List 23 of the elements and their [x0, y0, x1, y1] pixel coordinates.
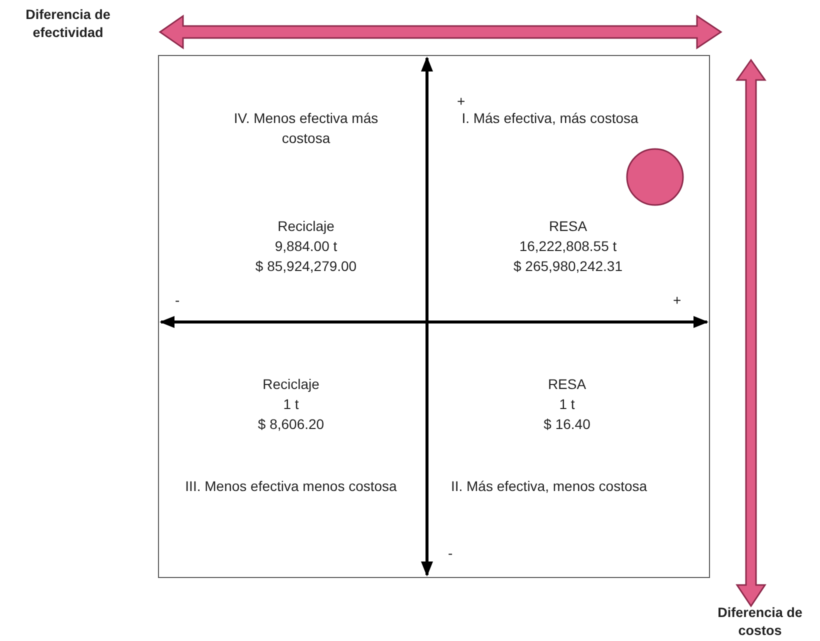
sign-label: - — [448, 544, 453, 562]
sign-label: - — [175, 291, 180, 309]
quadrant-value: Reciclaje — [262, 375, 320, 394]
quadrant-title: I. Más efectiva, más costosa — [460, 109, 640, 128]
quadrant-title: III. Menos efectiva menos costosa — [184, 477, 398, 496]
quadrant-value: 1 t — [282, 395, 300, 414]
axis-title: Diferencia de costos — [716, 604, 804, 640]
axis-title: Diferencia de efectividad — [24, 6, 112, 42]
quadrant-value: $ 8,606.20 — [256, 415, 326, 434]
sign-label: + — [673, 291, 682, 309]
quadrant-frame — [158, 55, 710, 578]
quadrant-value: $ 16.40 — [542, 415, 592, 434]
quadrant-title: IV. Menos efectiva más costosa — [232, 109, 380, 148]
quadrant-title: II. Más efectiva, menos costosa — [450, 477, 648, 496]
quadrant-value: RESA — [546, 375, 588, 394]
sign-label: + — [457, 92, 466, 110]
quadrant-value: 9,884.00 t — [274, 237, 338, 256]
quadrant-value: 1 t — [558, 395, 576, 414]
quadrant-value: RESA — [548, 217, 588, 236]
quadrant-value: $ 265,980,242.31 — [512, 257, 624, 276]
quadrant-value: $ 85,924,279.00 — [254, 257, 358, 276]
quadrant-value: Reciclaje — [276, 217, 336, 236]
quadrant-value: 16,222,808.55 t — [518, 237, 618, 256]
